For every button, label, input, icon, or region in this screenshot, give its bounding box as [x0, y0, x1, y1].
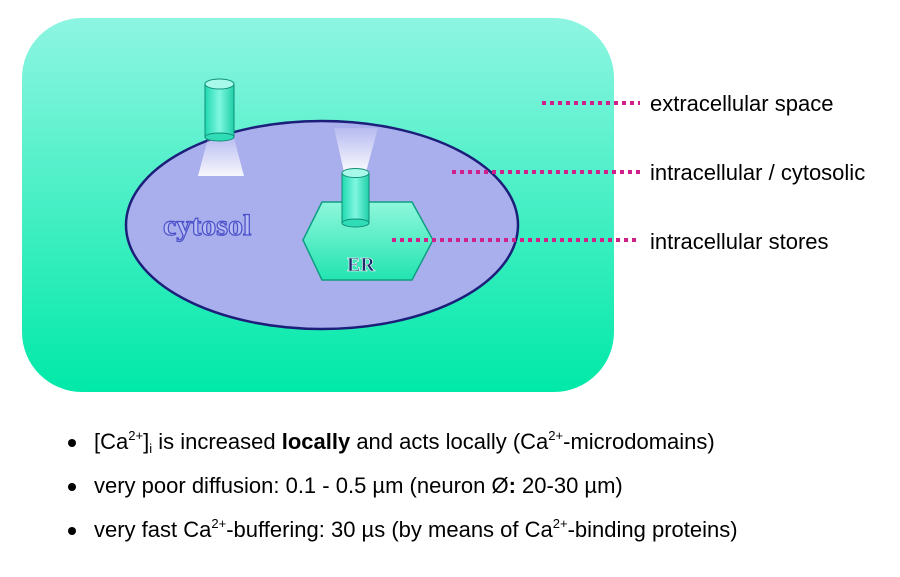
er-channel-beam: [334, 128, 378, 172]
membrane-channel: [198, 78, 244, 176]
bullet-list: [Ca2+]i is increased locally and acts lo…: [62, 420, 892, 552]
label-intracellular-stores: intracellular stores: [650, 229, 829, 254]
er-hexagon: [302, 201, 434, 281]
bullet-item-local-increase: [Ca2+]i is increased locally and acts lo…: [62, 420, 892, 464]
label-extracellular-space: extracellular space: [650, 91, 833, 116]
er-channel: [334, 128, 378, 228]
er-label: ER: [347, 254, 375, 276]
membrane-channel-beam: [198, 138, 244, 176]
bullet-item-diffusion: very poor diffusion: 0.1 - 0.5 µm (neuro…: [62, 464, 892, 508]
er-compartment: ER: [302, 201, 434, 281]
bullet-item-buffering: very fast Ca2+-buffering: 30 µs (by mean…: [62, 508, 892, 552]
cytosol-label: cytosol: [163, 209, 251, 242]
label-intracellular-cytosolic: intracellular / cytosolic: [650, 160, 865, 185]
